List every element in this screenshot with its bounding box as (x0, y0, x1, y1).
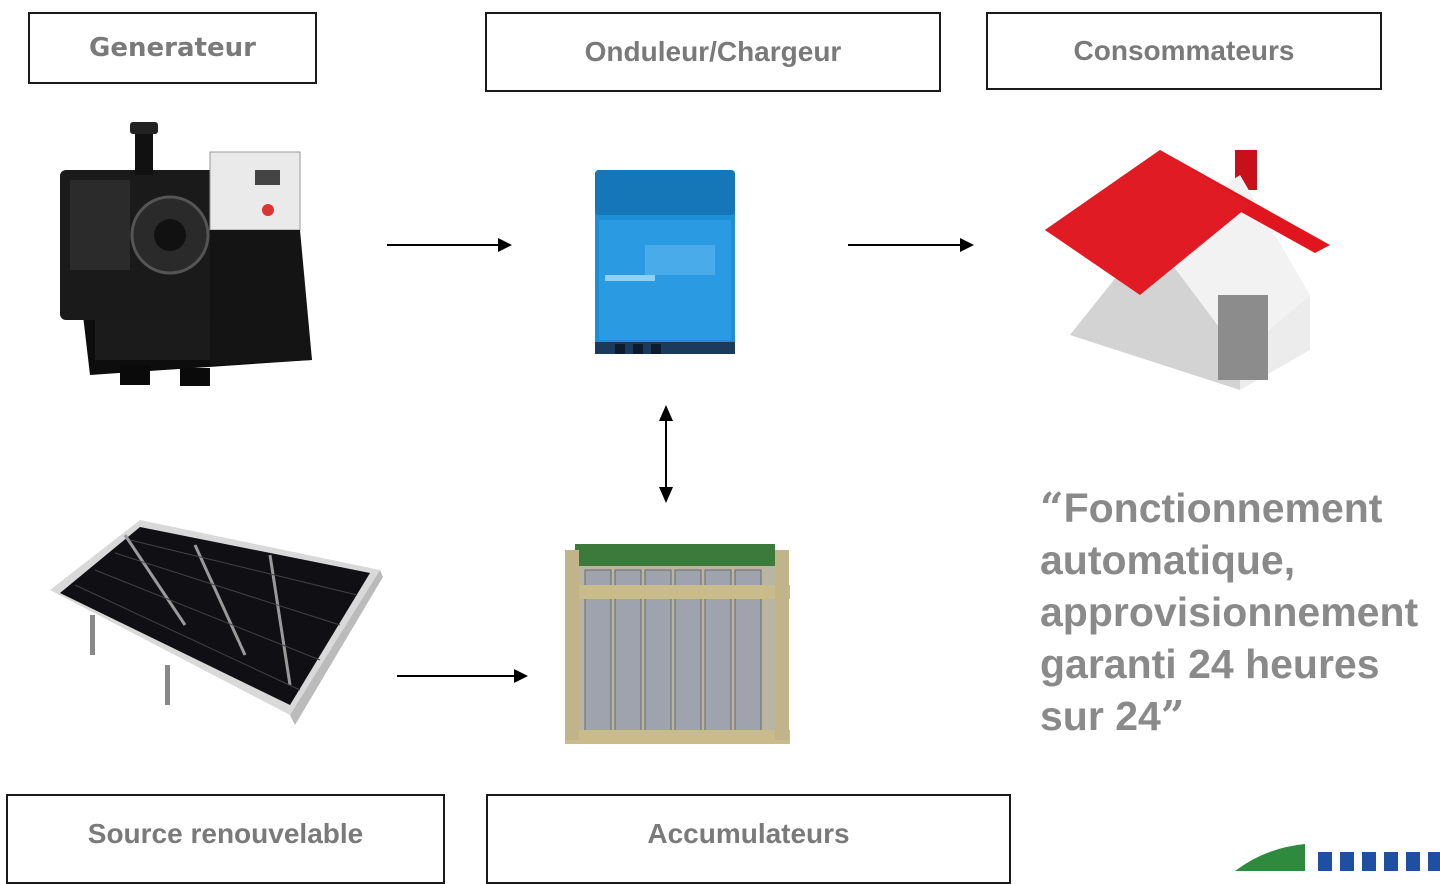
quote-open-mark: “ (1040, 484, 1064, 532)
quote-text: “Fonctionnement automatique, approvision… (1040, 482, 1440, 742)
battery-bank-icon (565, 544, 790, 744)
logo (1235, 844, 1440, 871)
label-box-accumulateurs: Accumulateurs (486, 794, 1011, 884)
label-box-source: Source renouvelable (6, 794, 445, 884)
label-box-onduleur: Onduleur/Chargeur (485, 12, 941, 92)
house-icon (1045, 150, 1330, 390)
generator-icon (60, 122, 312, 386)
label-generateur: Generateur (89, 33, 256, 63)
label-onduleur: Onduleur/Chargeur (584, 36, 842, 67)
label-source: Source renouvelable (87, 818, 364, 849)
label-accumulateurs: Accumulateurs (647, 818, 850, 849)
quote-close-mark: ” (1160, 692, 1185, 740)
inverter-icon (595, 170, 735, 354)
solar-panel-icon (50, 520, 383, 725)
label-box-generateur: Generateur (28, 12, 317, 84)
label-box-consommateurs: Consommateurs (986, 12, 1382, 90)
label-consommateurs: Consommateurs (1073, 35, 1295, 66)
quote-body: Fonctionnement automatique, approvisionn… (1040, 485, 1419, 739)
